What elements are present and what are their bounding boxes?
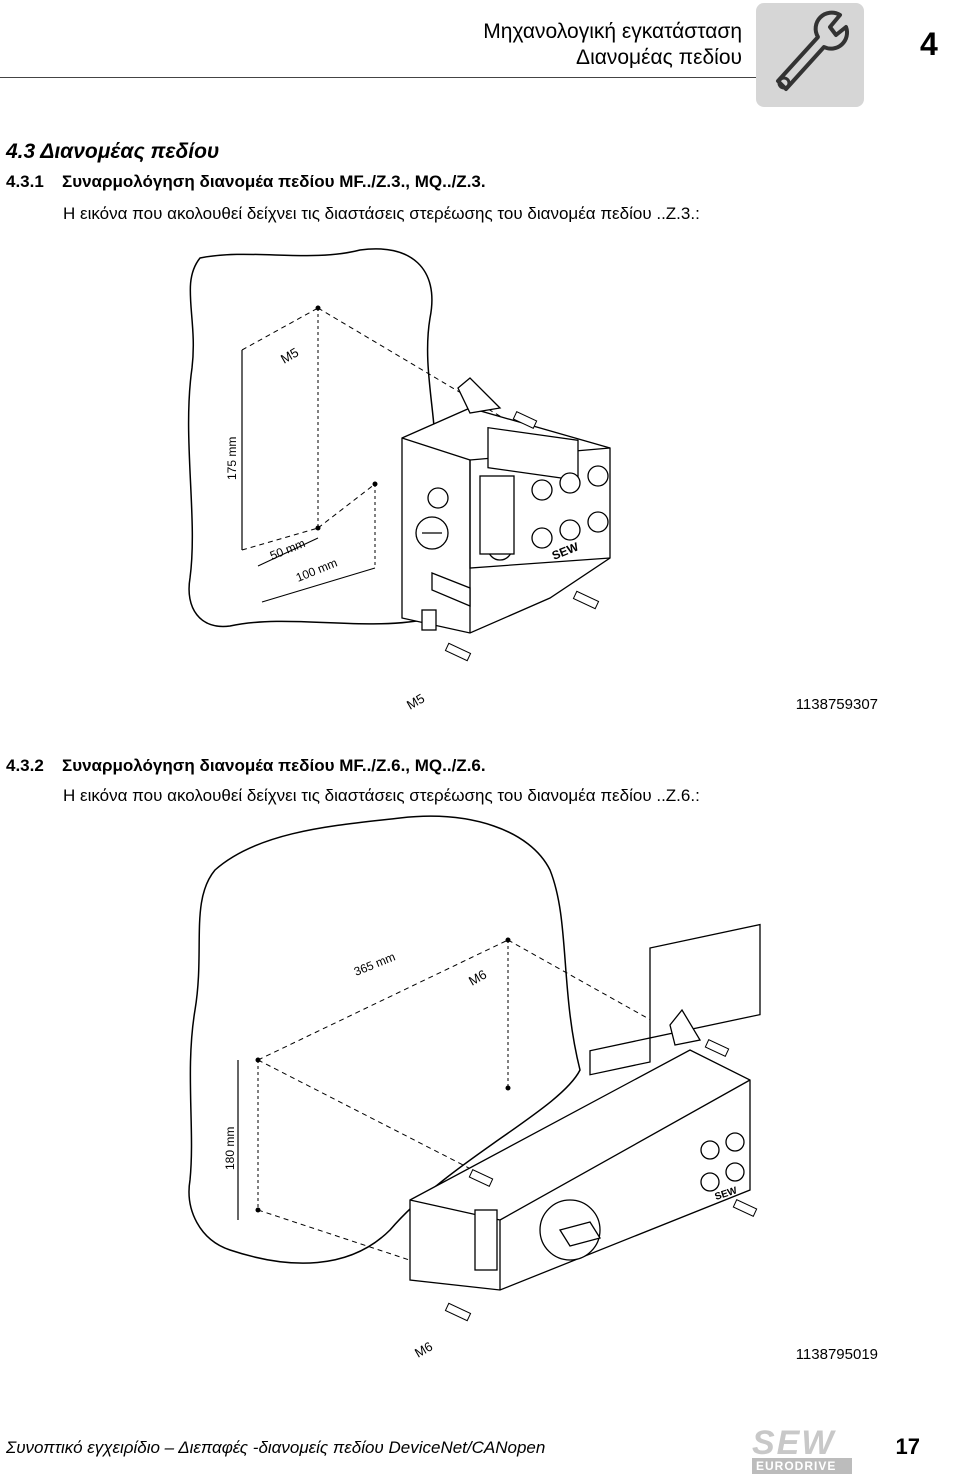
- fig1-id: 1138759307: [795, 696, 878, 713]
- fig1-label-175: 175 mm: [225, 437, 239, 480]
- fig2-label-365: 365 mm: [352, 950, 397, 979]
- figure-z3-mounting-drawing: SEW M5 175 mm 50 mm 100 mm M5: [187, 248, 611, 713]
- chapter-number: 4: [920, 26, 938, 62]
- subsection-1-text: Η εικόνα που ακολουθεί δείχνει τις διαστ…: [63, 204, 700, 223]
- wall-outline: [188, 815, 581, 1264]
- page-number: 17: [895, 1434, 920, 1459]
- fig2-id: 1138795019: [795, 1346, 878, 1363]
- header-title: Μηχανολογική εγκατάσταση: [483, 20, 742, 43]
- fig1-label-50: 50 mm: [268, 536, 307, 563]
- figure-z6-mounting-drawing: SEW 365 mm M6 180 mm M6: [188, 815, 761, 1361]
- logo-bottom: EURODRIVE: [752, 1458, 852, 1474]
- header-divider: [0, 77, 760, 78]
- subsection-2-title: Συναρμολόγηση διανομέα πεδίου MF../Z.6.,…: [62, 756, 486, 775]
- sew-eurodrive-logo: SEW EURODRIVE: [752, 1424, 862, 1478]
- fig2-label-m6-top: M6: [466, 967, 489, 989]
- footer-text: Συνοπτικό εγχειρίδιο – Διεπαφές -διανομε…: [6, 1438, 546, 1457]
- logo-top: SEW: [752, 1424, 836, 1462]
- subsection-1-number: 4.3.1: [6, 172, 44, 191]
- fig1-label-m5-top: M5: [278, 345, 301, 367]
- screw-icon: [444, 1039, 758, 1322]
- header-subtitle: Διανομέας πεδίου: [576, 46, 742, 69]
- subsection-1-heading: 4.3.1 Συναρμολόγηση διανομέα πεδίου MF../…: [6, 172, 486, 192]
- section-heading: 4.3 Διανομέας πεδίου: [6, 140, 220, 163]
- field-distributor-z3: [401, 377, 611, 634]
- subsection-2-heading: 4.3.2 Συναρμολόγηση διανομέα πεδίου MF../…: [6, 756, 486, 776]
- fig2-label-180: 180 mm: [223, 1127, 237, 1170]
- field-distributor-z6: [409, 923, 761, 1291]
- chapter-tab: [756, 3, 864, 107]
- wrench-icon: [776, 10, 850, 91]
- fig2-label-m6-bottom: M6: [412, 1339, 435, 1361]
- subsection-1-title: Συναρμολόγηση διανομέα πεδίου MF../Z.3.,…: [62, 172, 486, 191]
- subsection-2-text: Η εικόνα που ακολουθεί δείχνει τις διαστ…: [63, 786, 700, 805]
- subsection-2-number: 4.3.2: [6, 756, 44, 775]
- fig1-label-m5-bottom: M5: [404, 691, 427, 713]
- screw-icon: [444, 411, 600, 662]
